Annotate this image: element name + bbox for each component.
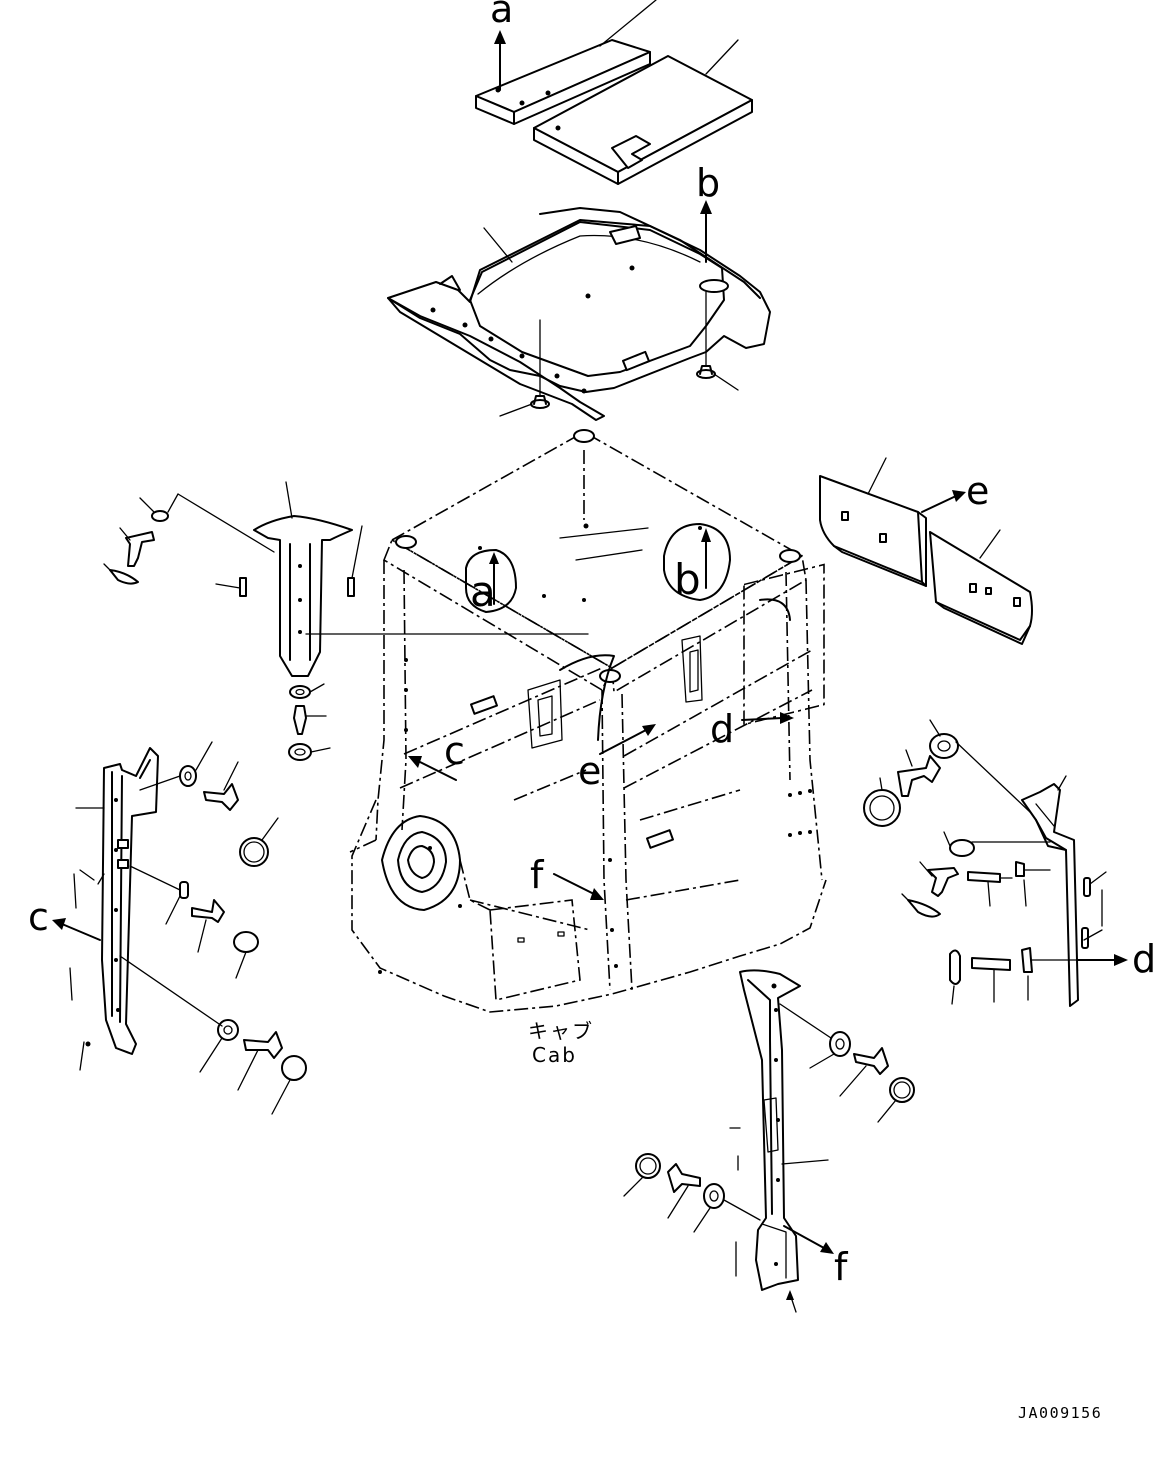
arrow-c-left: c	[28, 895, 101, 941]
front-pillar-trim-right	[1021, 775, 1107, 1007]
callout-b-top: b	[696, 161, 720, 205]
side-panel-lower	[929, 529, 1033, 645]
arrow-d-right: d	[1077, 937, 1156, 981]
callout-e-cab: e	[578, 749, 601, 793]
callout-b-window: b	[674, 555, 701, 604]
arrow-f-cab: f	[530, 853, 604, 900]
front-pillar-trim-left	[69, 747, 159, 1071]
side-panel-upper	[819, 457, 927, 587]
roof-plate-right	[533, 39, 753, 185]
callout-e-right: e	[966, 469, 989, 513]
arrow-d-cab: d	[710, 707, 794, 751]
arrow-a-top: a	[490, 0, 513, 91]
arrow-e-cab: e	[578, 724, 656, 793]
arrow-f-lower: f	[783, 1225, 849, 1289]
cab-label-jp: キャブ	[528, 1019, 594, 1043]
cab-frame	[349, 429, 827, 1013]
front-pillar-trim-lower	[729, 969, 835, 1313]
roof-clip-right	[696, 291, 739, 391]
arrow-c-cab: c	[408, 729, 465, 781]
pillar-fasteners-left	[119, 741, 307, 1115]
pillar-fasteners-right	[863, 719, 1079, 1005]
drawing-code: JA009156	[1018, 1404, 1102, 1422]
callout-f-lower: f	[834, 1245, 849, 1289]
cab-label-en: Cab	[532, 1043, 577, 1067]
window-callout-a: a	[465, 549, 517, 616]
callout-d-cab: d	[710, 707, 734, 751]
callout-a-top: a	[490, 0, 513, 31]
callout-d-right: d	[1132, 937, 1156, 981]
callout-a-window: a	[470, 567, 496, 616]
roof-plate-left	[475, 0, 657, 125]
roof-clip-left	[499, 319, 550, 417]
window-callout-b: b	[663, 523, 731, 604]
cab-label: キャブ Cab	[528, 1019, 594, 1067]
rear-pillar-trim-upper-left	[253, 481, 353, 677]
callout-c-left: c	[28, 895, 49, 939]
callout-f-cab: f	[530, 853, 545, 897]
arrow-e-right: e	[921, 469, 989, 513]
roof-headliner	[387, 207, 771, 421]
callout-c-cab: c	[444, 729, 465, 773]
arrow-b-top: b	[696, 161, 720, 263]
pillar-fasteners-upper-left	[103, 493, 589, 761]
pillar-fasteners-lower	[623, 1031, 915, 1233]
